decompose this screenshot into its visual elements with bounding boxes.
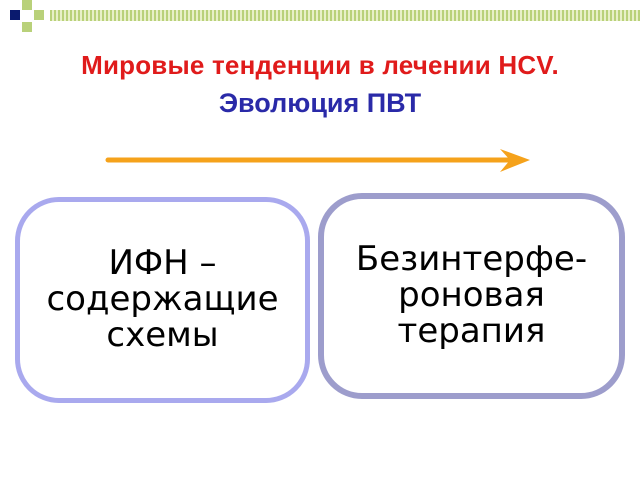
deco-square — [22, 0, 32, 10]
page-subtitle: Эволюция ПВТ — [218, 88, 422, 118]
page-title: Мировые тенденции в лечении HCV. — [81, 50, 559, 80]
deco-bar — [50, 10, 640, 21]
box-interferon-free-therapy: Безинтерфе- роновая терапия — [318, 193, 625, 399]
box-right-line: Безинтерфе- — [355, 239, 588, 280]
deco-square — [22, 22, 32, 32]
box-left-line: схемы — [106, 314, 219, 355]
deco-square — [10, 10, 20, 20]
box-right-line: терапия — [397, 310, 546, 351]
box-ifn-containing-schemes: ИФН – содержащие схемы — [15, 197, 310, 403]
box-left-line: ИФН – — [108, 243, 217, 284]
box-right-label: Безинтерфе- роновая терапия — [356, 242, 587, 349]
box-left-line: содержащие — [46, 279, 279, 320]
box-left-label: ИФН – содержащие схемы — [46, 246, 278, 353]
arrow-right-icon — [105, 149, 530, 172]
decorative-header-strip — [0, 0, 640, 36]
deco-square — [34, 10, 44, 20]
deco-square — [0, 0, 10, 10]
box-right-line: роновая — [398, 275, 545, 316]
